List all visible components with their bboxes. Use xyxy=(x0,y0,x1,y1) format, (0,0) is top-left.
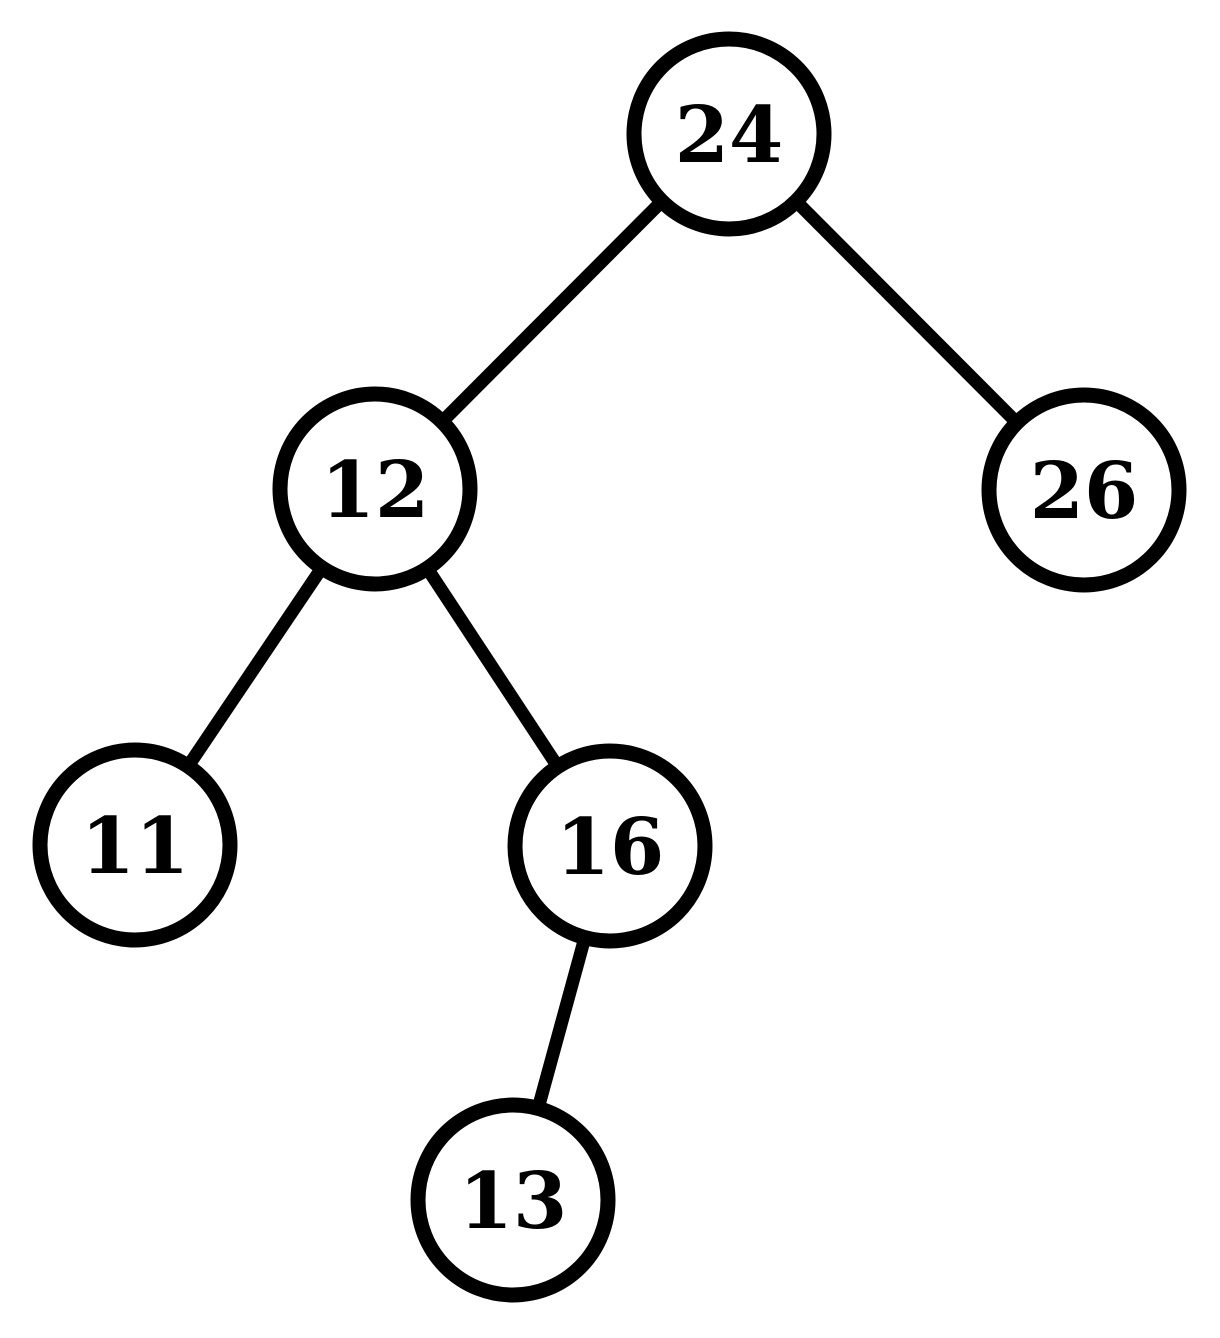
node-label-13: 13 xyxy=(459,1156,568,1247)
node-label-12: 12 xyxy=(321,445,430,536)
node-label-11: 11 xyxy=(81,801,190,892)
tree-node-11: 11 xyxy=(32,742,238,948)
node-circle-12 xyxy=(272,386,478,592)
node-circle-13 xyxy=(410,1097,616,1303)
node-circle-26 xyxy=(981,387,1187,593)
tree-node-24: 24 xyxy=(626,31,832,237)
tree-node-16: 16 xyxy=(507,743,713,949)
tree-node-12: 12 xyxy=(272,386,478,592)
tree-node-13: 13 xyxy=(410,1097,616,1303)
node-circle-24 xyxy=(626,31,832,237)
tree-node-26: 26 xyxy=(981,387,1187,593)
node-label-24: 24 xyxy=(675,90,784,181)
node-label-26: 26 xyxy=(1030,446,1139,537)
node-circle-11 xyxy=(32,742,238,948)
node-circle-16 xyxy=(507,743,713,949)
node-label-16: 16 xyxy=(556,802,665,893)
